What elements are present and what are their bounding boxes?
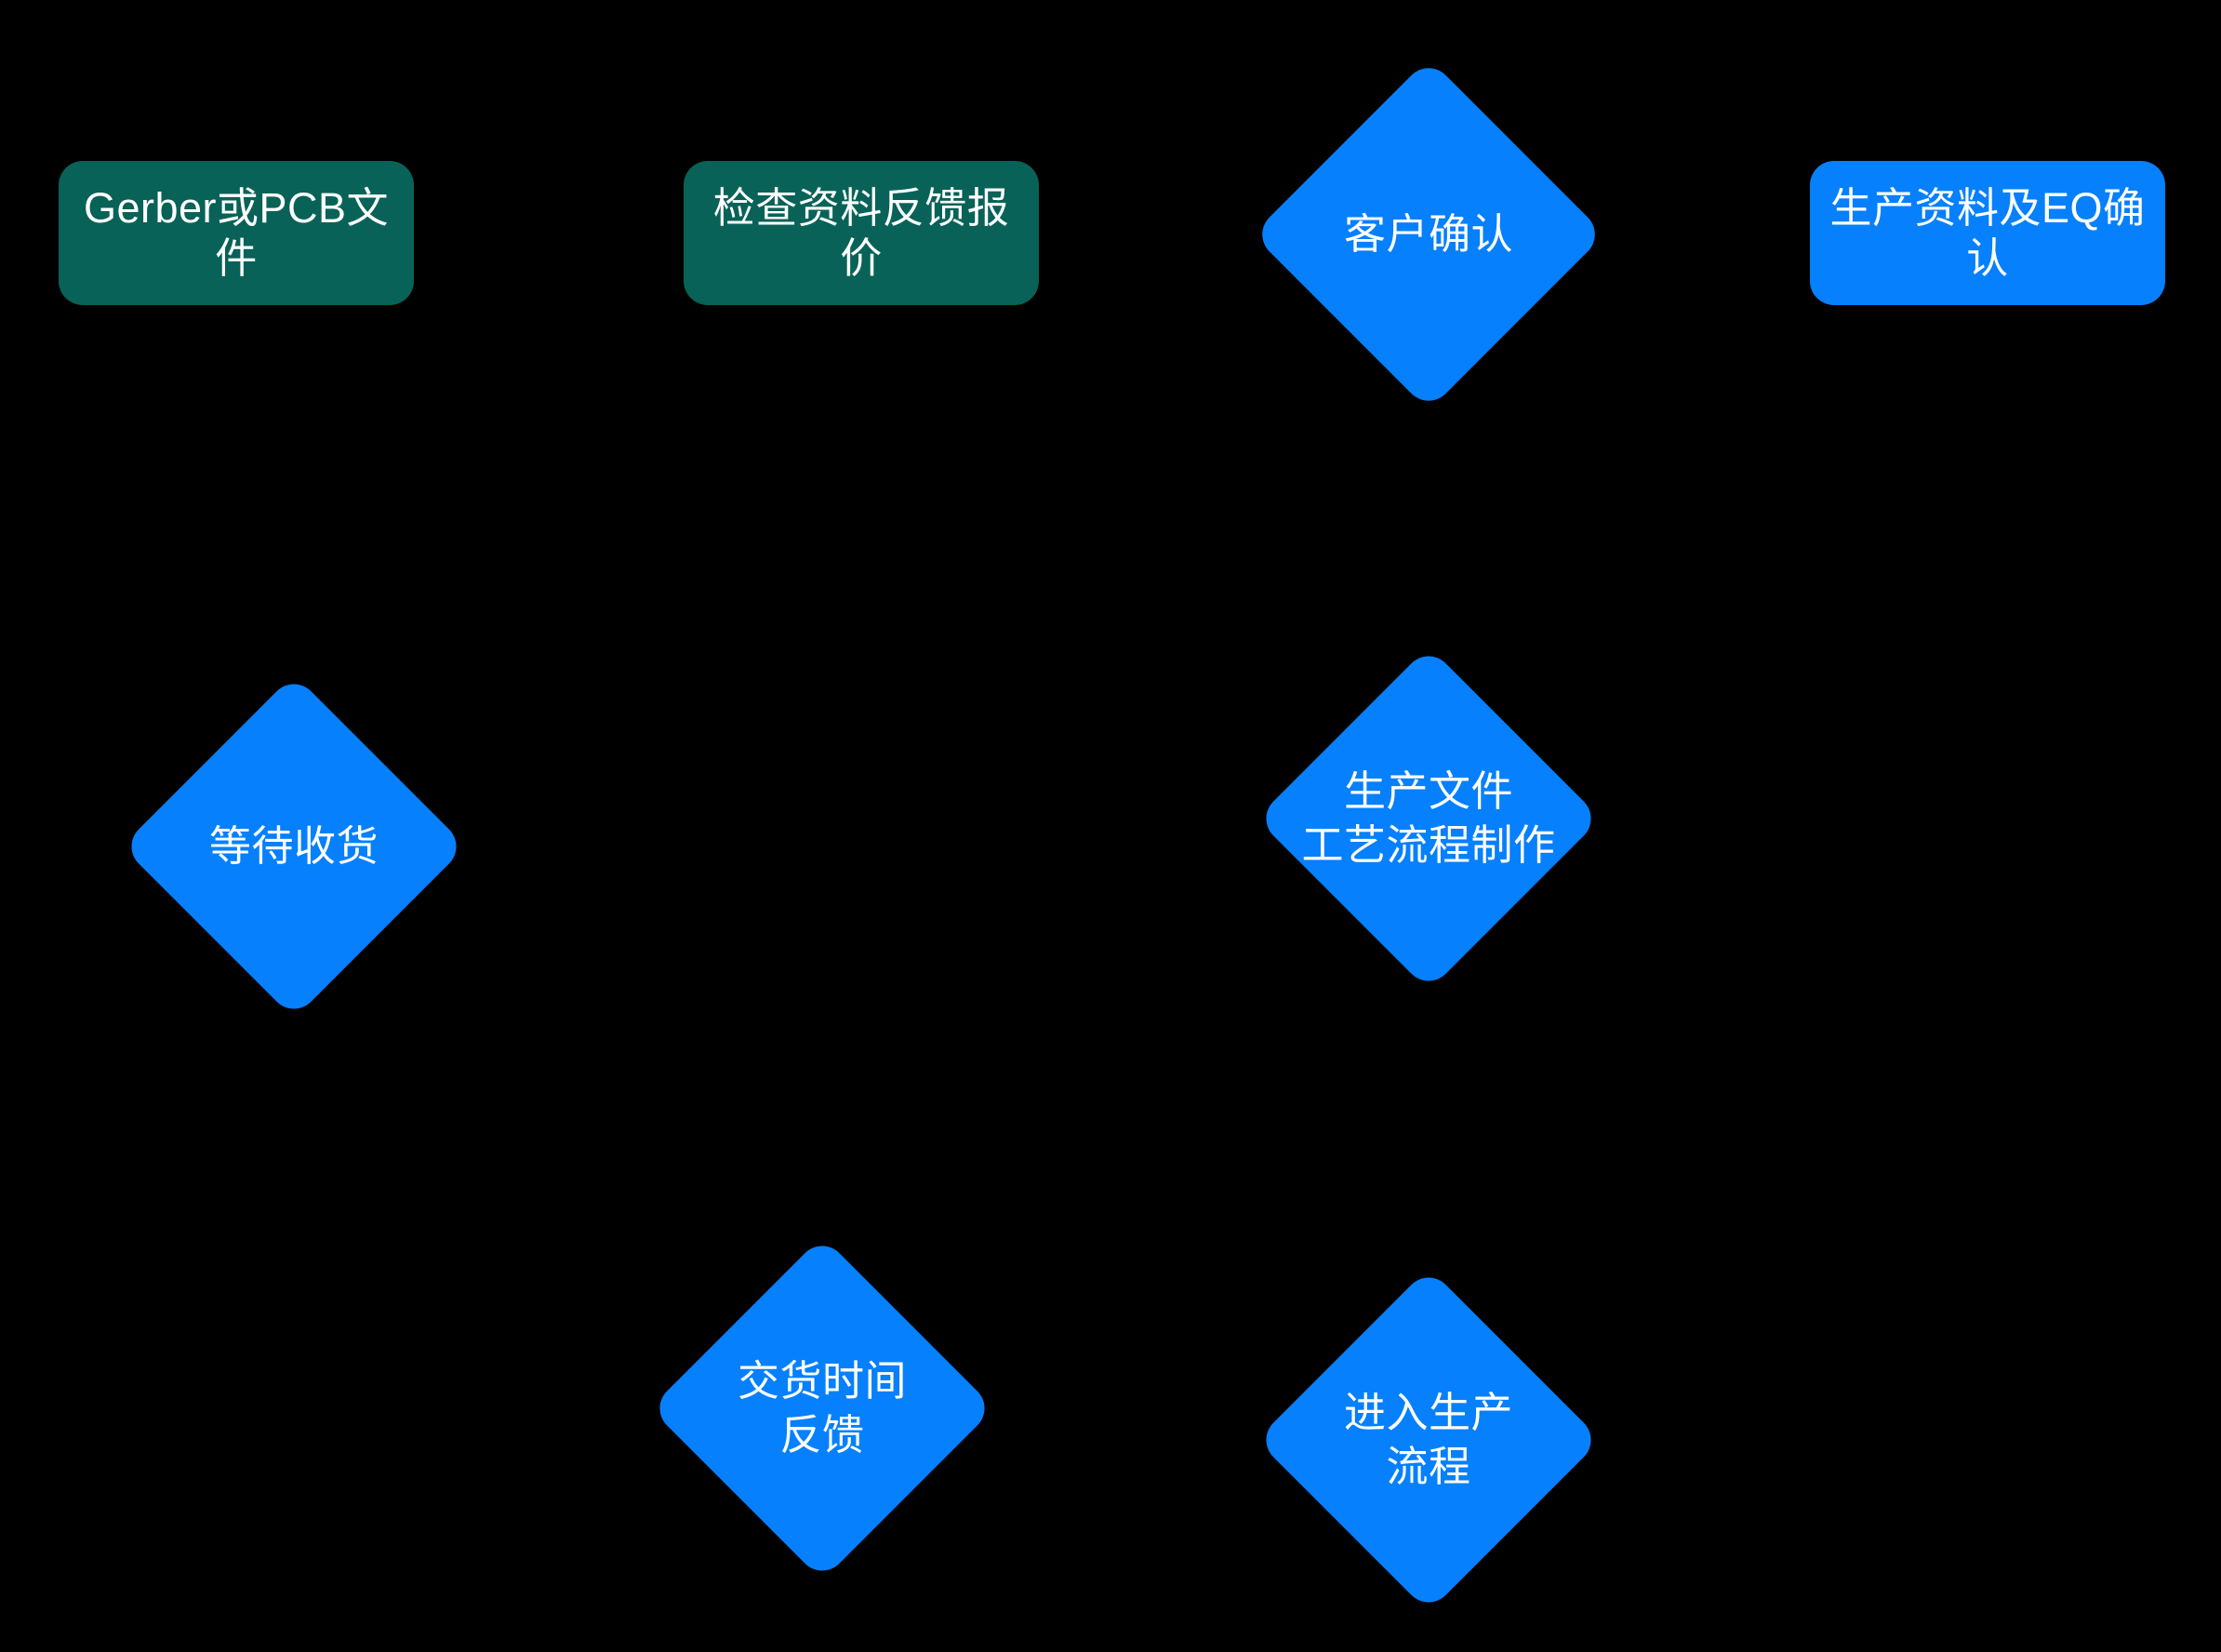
connector-arrow-n3-n4 [1605, 229, 1804, 236]
node-label: 等待收货 [208, 822, 379, 871]
node-label: 检查资料反馈报价 [712, 184, 1010, 282]
node-check-data-feedback-quote[interactable]: 检查资料反馈报价 [684, 161, 1039, 305]
node-production-data-and-eq-confirmation[interactable]: 生产资料及EQ确认 [1810, 161, 2165, 305]
node-delivery-time-feedback[interactable]: 交货时间 反馈 [649, 1235, 995, 1581]
connector-arrow-n2-n3 [1045, 229, 1252, 236]
connector-arrow-n1-n2 [420, 229, 679, 236]
node-label: Gerber或PCB文件 [83, 184, 390, 282]
node-gerber-or-pcb-file[interactable]: Gerber或PCB文件 [59, 161, 414, 305]
node-waiting-for-delivery[interactable]: 等待收货 [121, 673, 467, 1019]
node-customer-confirmation[interactable]: 客户确认 [1252, 47, 1605, 422]
node-label: 生产文件 工艺流程制作 [1301, 767, 1556, 869]
node-label: 生产资料及EQ确认 [1829, 184, 2146, 282]
node-label: 客户确认 [1343, 210, 1513, 259]
node-label: 交货时间 反馈 [737, 1357, 907, 1459]
node-production-file-process-flow-creation[interactable]: 生产文件 工艺流程制作 [1256, 646, 1602, 992]
node-enter-production-process[interactable]: 进入生产 流程 [1256, 1267, 1602, 1613]
node-label: 进入生产 流程 [1343, 1389, 1513, 1490]
